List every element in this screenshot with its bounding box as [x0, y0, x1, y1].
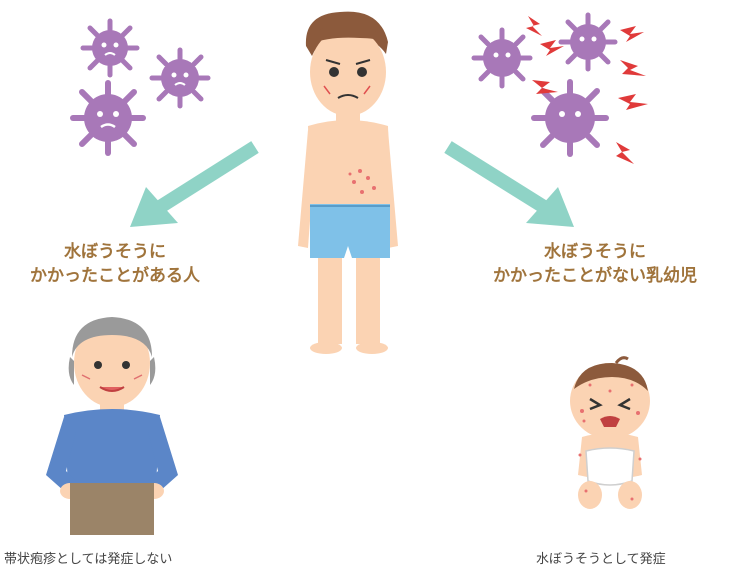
- lightning-icon: [532, 80, 558, 94]
- right-heading-line2: かかったことがない乳幼児: [493, 266, 697, 286]
- lightning-icon: [526, 16, 542, 36]
- man-figure: [298, 11, 398, 354]
- left-heading-line2: かかったことがある人: [30, 266, 200, 286]
- virus-cluster-left: [70, 18, 211, 156]
- arrow-icon: [444, 141, 574, 227]
- left-heading: 水ぼうそうに かかったことがある人: [0, 240, 230, 288]
- elder-figure: [46, 317, 178, 535]
- virus-icon: [471, 27, 533, 89]
- right-heading: 水ぼうそうに かかったことがない乳幼児: [470, 240, 720, 288]
- virus-icon: [70, 80, 146, 156]
- lightning-icon: [618, 94, 648, 110]
- lightning-icon: [620, 60, 646, 76]
- lightning-icon: [616, 142, 634, 164]
- virus-icon: [80, 18, 140, 78]
- virus-icon: [558, 12, 618, 72]
- lightning-icon: [620, 26, 644, 42]
- left-heading-line1: 水ぼうそうに: [64, 242, 166, 262]
- arrow-icon: [130, 141, 259, 227]
- lightning-icon: [540, 40, 564, 56]
- right-heading-line1: 水ぼうそうに: [544, 242, 646, 262]
- left-caption: 帯状疱疹としては発症しない: [4, 552, 173, 567]
- virus-cluster-right: [471, 12, 648, 164]
- baby-figure: [570, 356, 650, 509]
- right-caption: 水ぼうそうとして発症: [536, 552, 666, 567]
- virus-icon: [149, 47, 211, 109]
